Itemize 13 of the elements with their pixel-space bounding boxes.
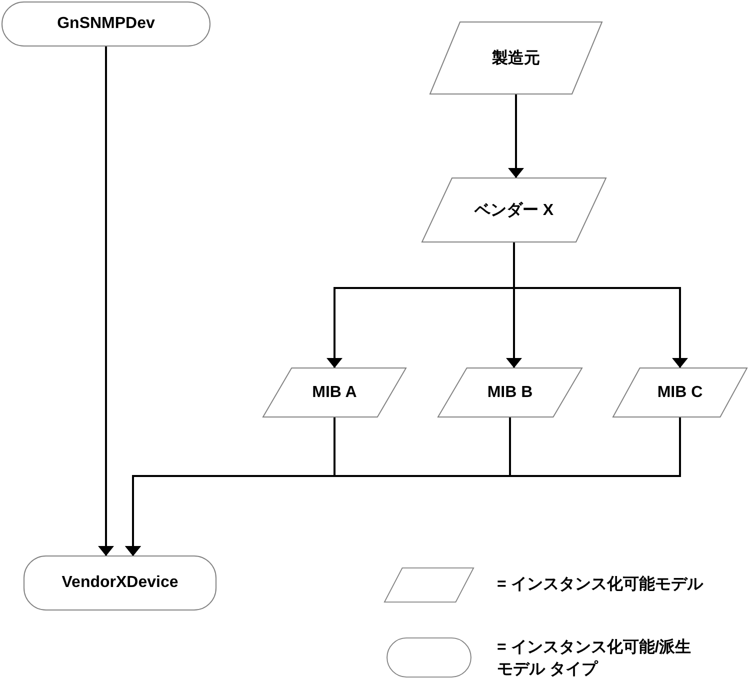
parallelogram-box: MIB C (613, 368, 747, 417)
parallelogram-box: ベンダー X (422, 178, 606, 242)
rounded-box: VendorXDevice (24, 556, 216, 610)
arrow (513, 242, 688, 368)
rounded-box: GnSNMPDev (2, 2, 210, 46)
arrow (125, 417, 681, 556)
legend-text: = インスタンス化可能/派生モデル タイプ (497, 638, 692, 680)
arrow (508, 94, 524, 178)
parallelogram-box: MIB B (438, 368, 582, 417)
parallelogram-box: MIB A (263, 368, 406, 417)
parallelogram-box: 製造元 (430, 22, 602, 94)
arrow (98, 46, 114, 556)
legend-text: = インスタンス化可能モデル (497, 574, 704, 595)
